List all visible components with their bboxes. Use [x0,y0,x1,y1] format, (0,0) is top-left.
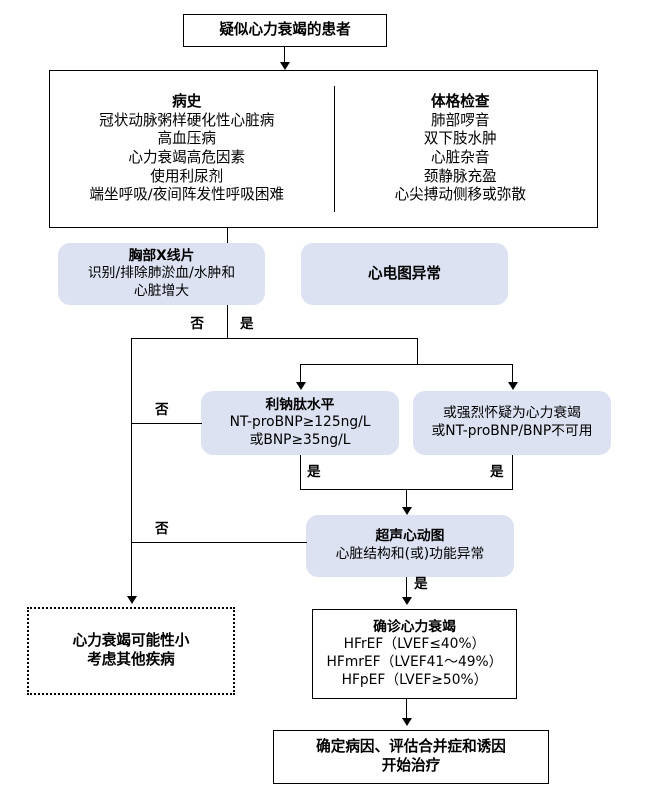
node-echocardiogram-line-0: 心脏结构和(或)功能异常 [335,546,485,562]
node-confirmed-heart-failure-line-0: HFrEF（LVEF≤40%） [343,636,486,653]
node-confirmed-heart-failure-line-2: HFpEF（LVEF≥50%） [341,671,488,688]
connector-natriuretic-no [131,423,202,425]
arrowhead-to-strong-suspicion [508,382,518,390]
node-history-line-4: 端坐呼吸/夜间阵发性呼吸困难 [89,186,285,204]
node-ecg-abnormal[interactable]: 心电图异常 [301,243,508,305]
connector-echo-no [131,542,307,544]
node-heart-failure-unlikely-line-0: 心力衰竭可能性小 [72,632,190,650]
node-chest-xray-title: 胸部X线片 [128,247,195,264]
node-strong-suspicion-line-0: 或强烈怀疑为心力衰竭 [443,405,581,422]
node-physical-exam-line-1: 双下肢水肿 [423,130,497,148]
node-suspected-patient[interactable]: 疑似心力衰竭的患者 [183,14,387,47]
node-physical-exam-line-4: 心尖搏动侧移或弥散 [394,186,526,204]
node-echocardiogram-title: 超声心动图 [375,528,445,545]
node-natriuretic-peptide[interactable]: 利钠肽水平 NT-proBNP≥125ng/L 或BNP≥35ng/L [201,391,399,455]
node-natriuretic-peptide-line-1: 或BNP≥35ng/L [249,431,351,448]
connector-to-natriuretic [300,364,302,386]
connector-confirmed-to-treatment [406,699,408,723]
node-history-line-0: 冠状动脉粥样硬化性心脏病 [99,111,275,129]
edge-label-no-echo: 否 [155,521,169,537]
edge-label-yes-strong: 是 [490,464,504,480]
node-physical-exam-line-2: 心脏杂音 [431,149,490,166]
node-strong-suspicion-line-1: 或NT-proBNP/BNP不可用 [431,423,593,439]
node-heart-failure-unlikely-line-1: 考虑其他疾病 [87,651,175,668]
node-history-column: 病史 冠状动脉粥样硬化性心脏病 高血压病 心力衰竭高危因素 使用利尿剂 端坐呼吸… [50,93,324,205]
arrowhead-left-rail-to-unlikely [127,596,137,604]
node-treatment[interactable]: 确定病因、评估合并症和诱因 开始治疗 [273,730,549,784]
node-echocardiogram[interactable]: 超声心动图 心脏结构和(或)功能异常 [306,515,514,577]
node-physical-exam-title: 体格检查 [431,92,490,110]
node-treatment-line-0: 确定病因、评估合并症和诱因 [316,738,506,756]
node-history-title: 病史 [172,92,202,110]
arrowhead-confirmed-to-treatment [402,718,412,726]
node-natriuretic-peptide-title: 利钠肽水平 [265,396,335,413]
connector-merge-to-echo [406,489,408,511]
node-chest-xray[interactable]: 胸部X线片 识别/排除肺淤血/水肿和 心脏增大 [58,243,265,305]
node-confirmed-heart-failure-title: 确诊心力衰竭 [373,618,456,635]
connector-natriuretic-down [300,455,302,490]
edge-label-yes-natriuretic: 是 [307,464,321,480]
edge-label-no-natriuretic: 否 [155,402,169,418]
connector-to-strong-suspicion [512,364,514,386]
node-physical-exam-line-3: 颈静脉充盈 [423,167,497,185]
edge-label-yes-echo: 是 [414,576,428,592]
node-history-line-1: 高血压病 [157,130,216,148]
node-physical-exam-line-0: 肺部啰音 [431,111,490,129]
node-confirmed-heart-failure[interactable]: 确诊心力衰竭 HFrEF（LVEF≤40%） HFmrEF（LVEF41～49%… [312,609,517,699]
node-suspected-patient-title: 疑似心力衰竭的患者 [219,21,351,39]
connector-right-drop [417,338,419,364]
connector-branch-bar [131,338,418,340]
edge-label-no-xray: 否 [190,316,204,332]
edge-label-yes-ecg: 是 [240,316,254,332]
connector-echo-to-confirmed [406,577,408,602]
node-natriuretic-peptide-line-0: NT-proBNP≥125ng/L [229,414,371,431]
node-confirmed-heart-failure-line-1: HFmrEF（LVEF41～49%） [326,654,503,670]
arrowhead-to-natriuretic [296,382,306,390]
arrowhead-suspected-to-assessment [280,62,290,70]
assessment-column-divider [334,86,336,212]
node-ecg-abnormal-title: 心电图异常 [368,264,441,282]
node-physical-exam-column: 体格检查 肺部啰音 双下肢水肿 心脏杂音 颈静脉充盈 心尖搏动侧移或弥散 [324,93,598,205]
connector-suspected-to-assessment [284,47,286,66]
connector-left-rail [131,338,133,600]
node-history-line-3: 使用利尿剂 [150,167,224,185]
arrowhead-echo-to-confirmed [402,597,412,605]
arrowhead-merge-to-echo [402,507,412,515]
connector-strong-suspicion-down [512,455,514,490]
connector-second-split-bar [300,364,513,366]
node-strong-suspicion[interactable]: 或强烈怀疑为心力衰竭 或NT-proBNP/BNP不可用 [413,391,611,455]
node-heart-failure-unlikely[interactable]: 心力衰竭可能性小 考虑其他疾病 [27,607,235,695]
node-chest-xray-line-0: 识别/排除肺淤血/水肿和 [87,265,236,282]
node-treatment-line-1: 开始治疗 [381,757,441,774]
node-chest-xray-line-1: 心脏增大 [133,282,190,299]
node-history-line-2: 心力衰竭高危因素 [128,149,246,166]
node-assessment[interactable]: 病史 冠状动脉粥样硬化性心脏病 高血压病 心力衰竭高危因素 使用利尿剂 端坐呼吸… [49,70,598,228]
